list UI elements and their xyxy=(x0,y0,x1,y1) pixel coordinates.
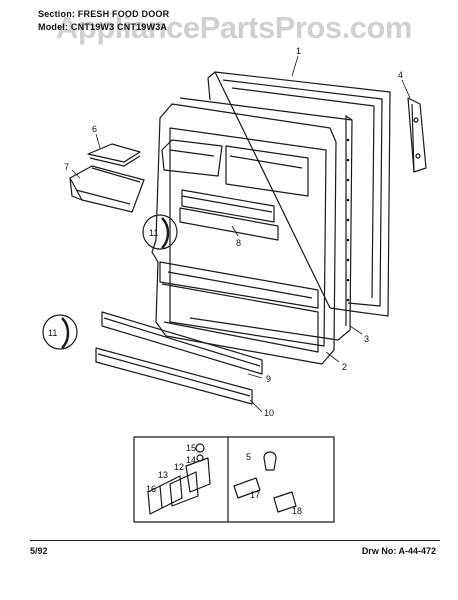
door-panel xyxy=(179,97,353,341)
callout-7: 7 xyxy=(64,162,69,172)
lower-shelf-bar xyxy=(101,311,263,375)
callout-10: 10 xyxy=(264,408,274,418)
callout-17: 17 xyxy=(250,490,260,500)
callout-4: 4 xyxy=(398,70,403,80)
door-handle xyxy=(407,97,427,173)
revision-date: 5/92 xyxy=(30,546,48,556)
detail-circle-upper xyxy=(142,214,178,250)
callout-13: 13 xyxy=(158,470,168,480)
callout-3: 3 xyxy=(364,334,369,344)
callout-12: 12 xyxy=(174,462,184,472)
callout-9: 9 xyxy=(266,374,271,384)
callout-16: 16 xyxy=(146,484,156,494)
callout-14: 14 xyxy=(186,455,196,465)
callout-2: 2 xyxy=(342,362,347,372)
leader-lines xyxy=(71,55,411,413)
bottom-trim xyxy=(95,347,253,405)
callout-15: 15 xyxy=(186,443,196,453)
watermark: AppliancePartsPros.com xyxy=(56,10,412,45)
dairy-cover xyxy=(87,143,141,167)
callout-18: 18 xyxy=(292,506,302,516)
callout-8: 8 xyxy=(236,238,241,248)
model-number: Model: CNT19W3 CNT19W3A xyxy=(38,22,168,32)
drawing-number: Drw No: A-44-472 xyxy=(361,546,436,556)
dairy-compartment xyxy=(69,165,145,213)
footer-divider xyxy=(30,540,440,541)
panel-holes xyxy=(346,138,350,302)
shelf-bar xyxy=(179,207,279,241)
callout-1: 1 xyxy=(296,46,301,56)
door-gasket xyxy=(207,71,391,317)
callout-5: 5 xyxy=(246,452,251,462)
callout-11-lower: 11 xyxy=(48,328,57,338)
callout-11-upper: 11 xyxy=(149,228,158,238)
door-liner xyxy=(151,103,337,365)
hardware-detail-box xyxy=(133,436,335,523)
section-title: Section: FRESH FOOD DOOR xyxy=(38,9,170,19)
detail-circle-lower xyxy=(42,314,78,350)
callout-6: 6 xyxy=(92,124,97,134)
